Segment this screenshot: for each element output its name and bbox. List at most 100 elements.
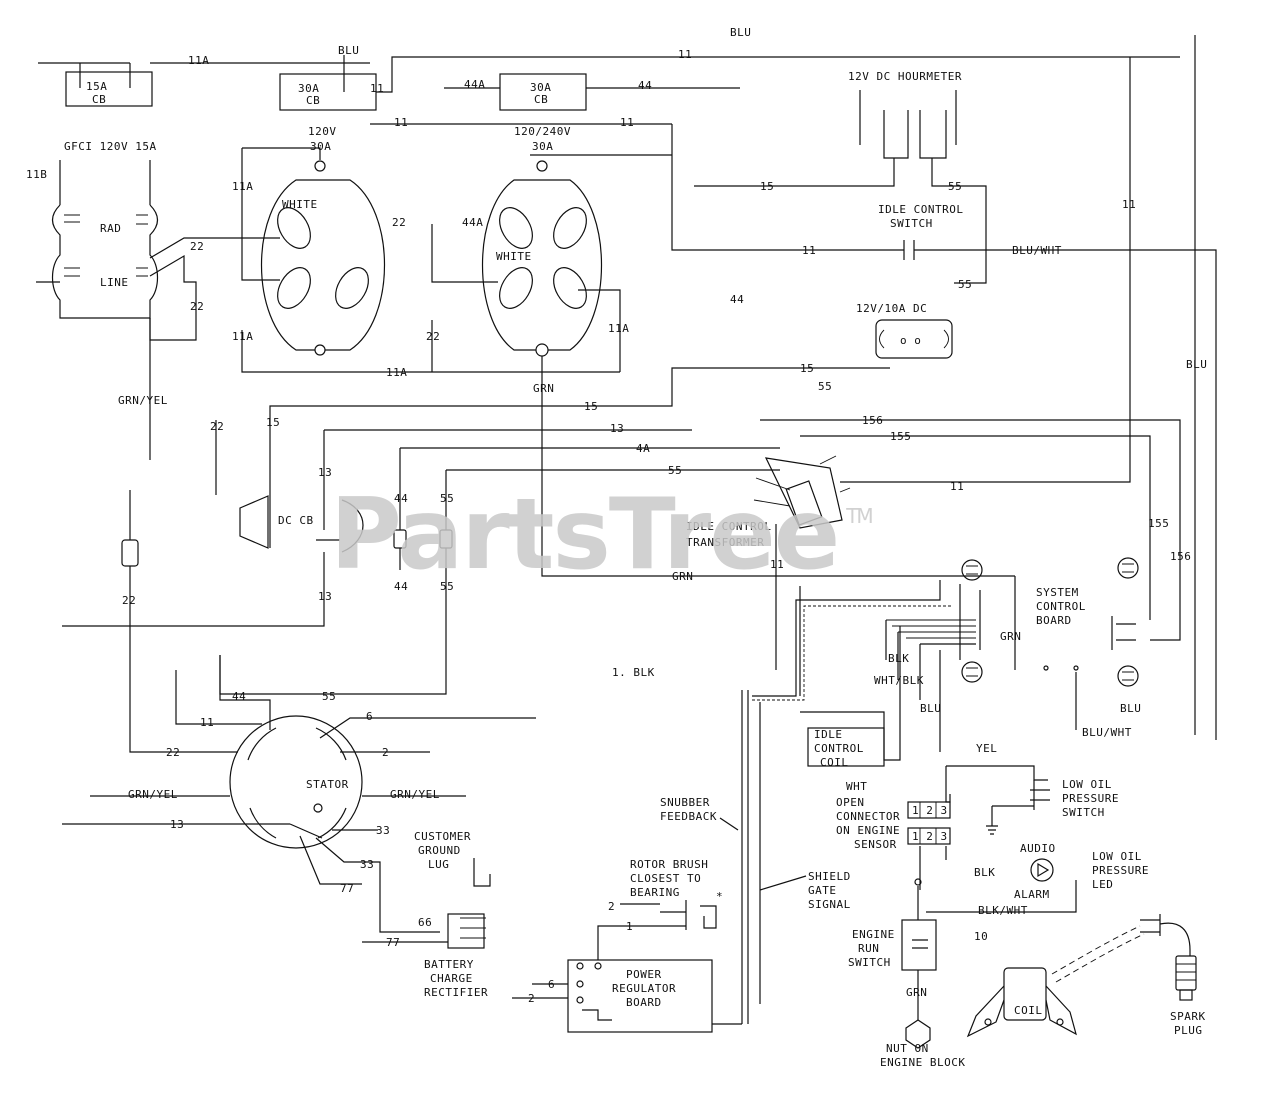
wire-label: 44 bbox=[394, 580, 408, 593]
asterisk: * bbox=[716, 890, 723, 903]
right-led-connector: BLU BLU/WHT bbox=[1082, 557, 1141, 739]
wire-label: BLU/WHT bbox=[1012, 244, 1062, 257]
wire-label: GRN bbox=[1000, 630, 1021, 643]
contact-label: WHITE bbox=[496, 250, 532, 263]
switch-label: SWITCH bbox=[1062, 806, 1105, 819]
receptacle-voltage: 120/240V bbox=[514, 125, 571, 138]
wire-label: 11A bbox=[608, 322, 629, 335]
regulator-label: BOARD bbox=[626, 996, 662, 1009]
wire-label: 33 bbox=[376, 824, 390, 837]
wire-label: 44 bbox=[730, 293, 744, 306]
wire-label: 11A bbox=[232, 180, 253, 193]
shield-label: SHIELD bbox=[808, 870, 851, 883]
wire-label: 55 bbox=[668, 464, 682, 477]
wire-label: 6 bbox=[548, 978, 555, 991]
lug-label: LUG bbox=[428, 858, 449, 871]
lug-label: GROUND bbox=[418, 844, 461, 857]
switch-label: RUN bbox=[858, 942, 879, 955]
wire-label: 2 bbox=[382, 746, 389, 759]
wire-label: 11 bbox=[1122, 198, 1136, 211]
wire-label: 22 bbox=[210, 420, 224, 433]
wire-label: 1 bbox=[626, 920, 633, 933]
ignition-coil: COIL bbox=[966, 925, 1145, 1038]
wire-label: 4A bbox=[636, 442, 650, 455]
wire-label: BLU bbox=[730, 26, 751, 39]
wire-label: 156 bbox=[1170, 550, 1191, 563]
wire-label: 13 bbox=[170, 818, 184, 831]
wire-label: BLU bbox=[1186, 358, 1207, 371]
rectifier-label: CHARGE bbox=[430, 972, 473, 985]
gfci-contact: LINE bbox=[100, 276, 129, 289]
stator: STATOR 44 11 6 2 22 GRN/YEL GRN/YEL 13 3… bbox=[62, 655, 536, 949]
wire-label: 11 bbox=[678, 48, 692, 61]
led-label: PRESSURE bbox=[1092, 864, 1149, 877]
wire-label: BLK bbox=[888, 652, 909, 665]
snubber-label: SNUBBER bbox=[660, 796, 710, 809]
wire-label: 11A bbox=[232, 330, 253, 343]
wire-label: WHT/BLK bbox=[874, 674, 924, 687]
coil-label: IDLE bbox=[814, 728, 843, 741]
wire-label: 44A bbox=[464, 78, 485, 91]
power-regulator-board: POWER REGULATOR BOARD 6 2 2 1 bbox=[512, 900, 713, 1033]
wire-label: 13 bbox=[318, 466, 332, 479]
breaker-rating: 30A bbox=[298, 82, 319, 95]
wire-label: 6 bbox=[366, 710, 373, 723]
idle-control-switch: IDLE CONTROL SWITCH 11 BLU/WHT bbox=[802, 203, 1217, 740]
receptacle-240v: 120/240V 30A WHITE 44A 11A 22 GRN GRN bbox=[426, 124, 1015, 583]
wire-label: 11 bbox=[394, 116, 408, 129]
stator-label: STATOR bbox=[306, 778, 349, 791]
wire-label: 13 bbox=[318, 590, 332, 603]
wire-label: 11 bbox=[370, 82, 384, 95]
wire-label: 11 bbox=[770, 558, 784, 571]
plug-label: SPARK bbox=[1170, 1010, 1206, 1023]
wire-label: 22 bbox=[122, 594, 136, 607]
wire-label: 44A bbox=[462, 216, 483, 229]
switch-label: PRESSURE bbox=[1062, 792, 1119, 805]
dc-cb-label: DC CB bbox=[278, 514, 314, 527]
dc-outlet: 12V/10A DC o o 15 55 15 bbox=[269, 302, 953, 432]
wire-label: 11 bbox=[802, 244, 816, 257]
wire-label: BLU bbox=[338, 44, 359, 57]
dc-outlet-label: 12V/10A DC bbox=[856, 302, 927, 315]
breaker-30a-left: BLU 30A CB 11 11 BLU bbox=[279, 26, 1180, 111]
wire-label: GRN/YEL bbox=[390, 788, 440, 801]
wire-label: BLU bbox=[1120, 702, 1141, 715]
wire-label: 155 bbox=[890, 430, 911, 443]
wire-label: GRN bbox=[672, 570, 693, 583]
transformer-label: IDLE CONTROL bbox=[686, 520, 771, 533]
wire-label: 66 bbox=[418, 916, 432, 929]
breaker-15a: 15A CB 11A bbox=[38, 54, 370, 107]
wire-label: 22 bbox=[166, 746, 180, 759]
nut-label: NUT ON bbox=[886, 1042, 929, 1055]
receptacle-amps: 30A bbox=[532, 140, 553, 153]
switch-label: SWITCH bbox=[848, 956, 891, 969]
open-connector: OPEN CONNECTOR ON ENGINE SENSOR 1 2 3 1 … bbox=[836, 742, 1048, 890]
wire-label: GRN bbox=[906, 986, 927, 999]
spark-plug: SPARK PLUG bbox=[1140, 914, 1206, 1037]
wire-label: 22 bbox=[426, 330, 440, 343]
stray-label: 1. BLK bbox=[612, 666, 655, 679]
rotor-brush: ROTOR BRUSH CLOSEST TO BEARING * bbox=[630, 858, 723, 930]
wire-label: 55 bbox=[322, 690, 336, 703]
switch-label: ENGINE bbox=[852, 928, 895, 941]
switch-label: SWITCH bbox=[890, 217, 933, 230]
shield-label: GATE bbox=[808, 884, 837, 897]
wire-label: 2 bbox=[608, 900, 615, 913]
battery-charge-rectifier: BATTERY CHARGE RECTIFIER bbox=[424, 913, 488, 999]
board-label: SYSTEM bbox=[1036, 586, 1079, 599]
wire-label: 15 bbox=[800, 362, 814, 375]
breaker-type: CB bbox=[92, 93, 106, 106]
brush-label: BEARING bbox=[630, 886, 680, 899]
wire-label: 11A bbox=[188, 54, 209, 67]
idle-control-transformer: IDLE CONTROL TRANSFORMER 11 bbox=[686, 455, 851, 571]
audio-alarm: AUDIO ALARM BLK bbox=[974, 842, 1055, 901]
gfci-side-label: 11B bbox=[26, 168, 47, 181]
breaker-rating: 30A bbox=[530, 81, 551, 94]
wire-label: 22 bbox=[190, 300, 204, 313]
transformer-label: TRANSFORMER bbox=[686, 536, 764, 549]
connector-label: OPEN bbox=[836, 796, 865, 809]
wire-label: GRN/YEL bbox=[128, 788, 178, 801]
board-label: BOARD bbox=[1036, 614, 1072, 627]
wht-label: WHT bbox=[846, 780, 867, 793]
